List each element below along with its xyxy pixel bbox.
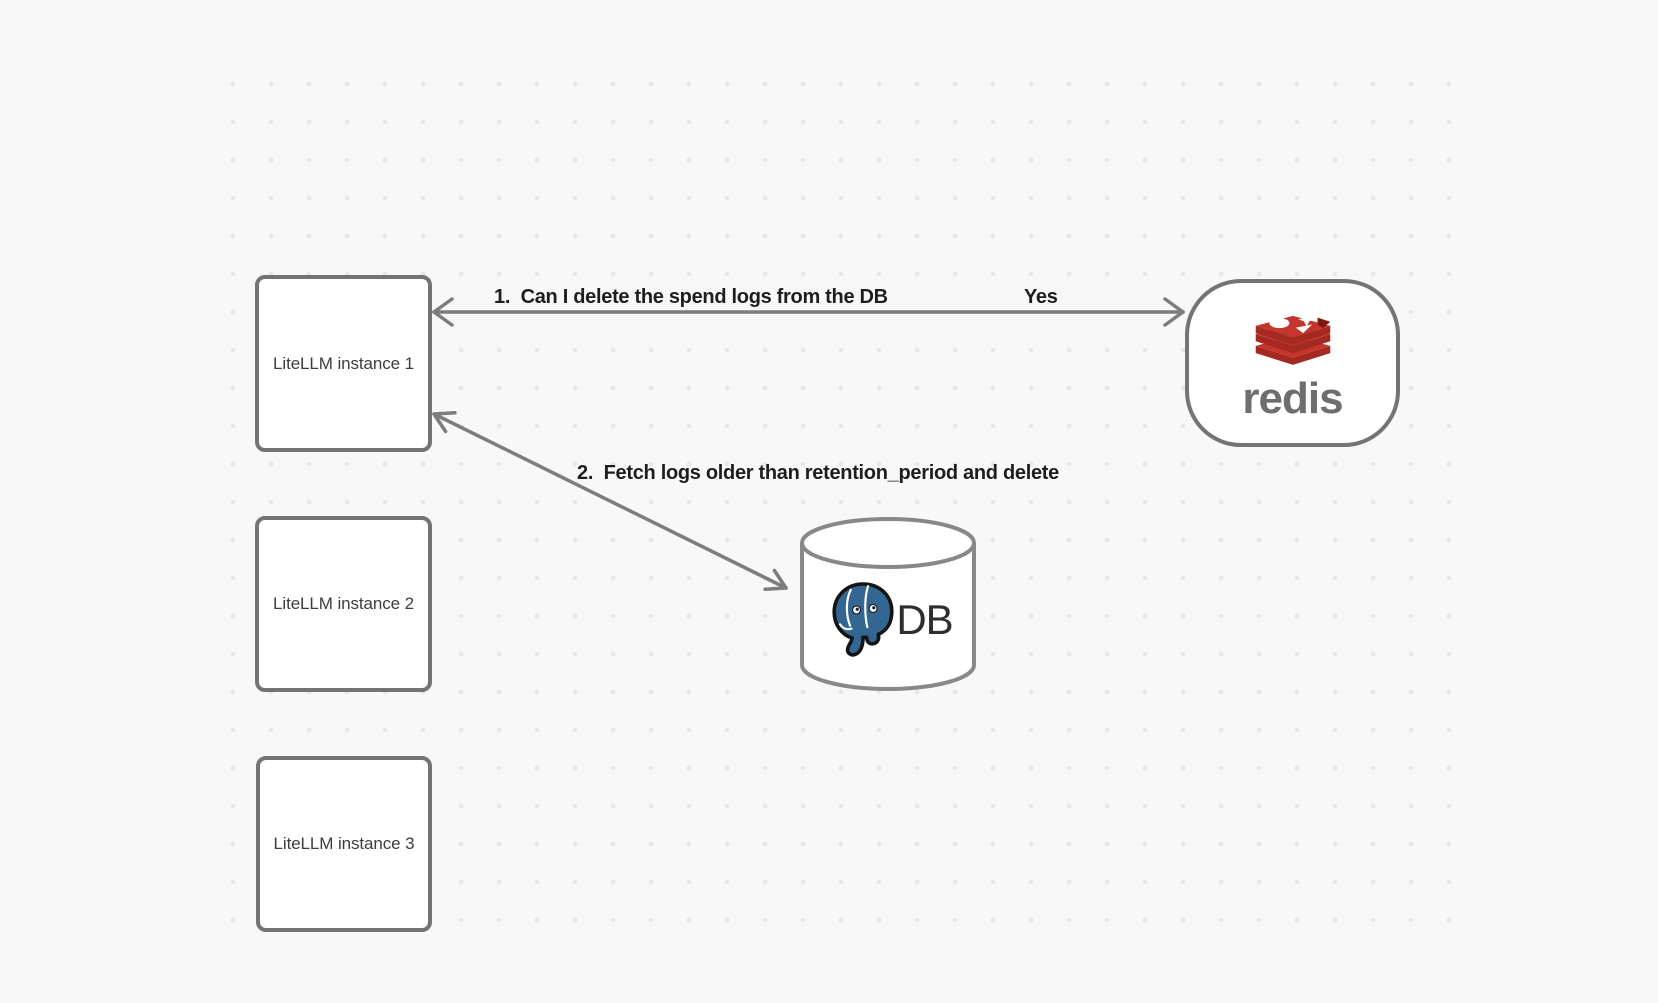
node-label: LiteLLM instance 1 xyxy=(273,353,414,373)
node-label: LiteLLM instance 2 xyxy=(273,594,414,613)
edge1-label[interactable]: 1. Can I delete the spend logs from the … xyxy=(494,286,888,308)
redis-wordmark: redis xyxy=(1242,373,1343,423)
node-litellm-instance-1[interactable]: LiteLLM instance 1 xyxy=(255,275,432,452)
node-redis[interactable]: redis xyxy=(1185,279,1400,447)
edge1-response-label[interactable]: Yes xyxy=(1024,286,1058,308)
node-label: LiteLLM instance 3 xyxy=(273,834,415,853)
edge2-label[interactable]: 2. Fetch logs older than retention_perio… xyxy=(577,462,1059,484)
db-label: DB xyxy=(896,596,953,643)
redis-logo-icon xyxy=(1255,311,1330,365)
db-node-content: DB xyxy=(806,578,974,662)
node-litellm-instance-3[interactable]: LiteLLM instance 3 xyxy=(256,756,432,932)
node-litellm-instance-2[interactable]: LiteLLM instance 2 xyxy=(255,516,432,692)
postgres-elephant-icon xyxy=(832,582,894,657)
